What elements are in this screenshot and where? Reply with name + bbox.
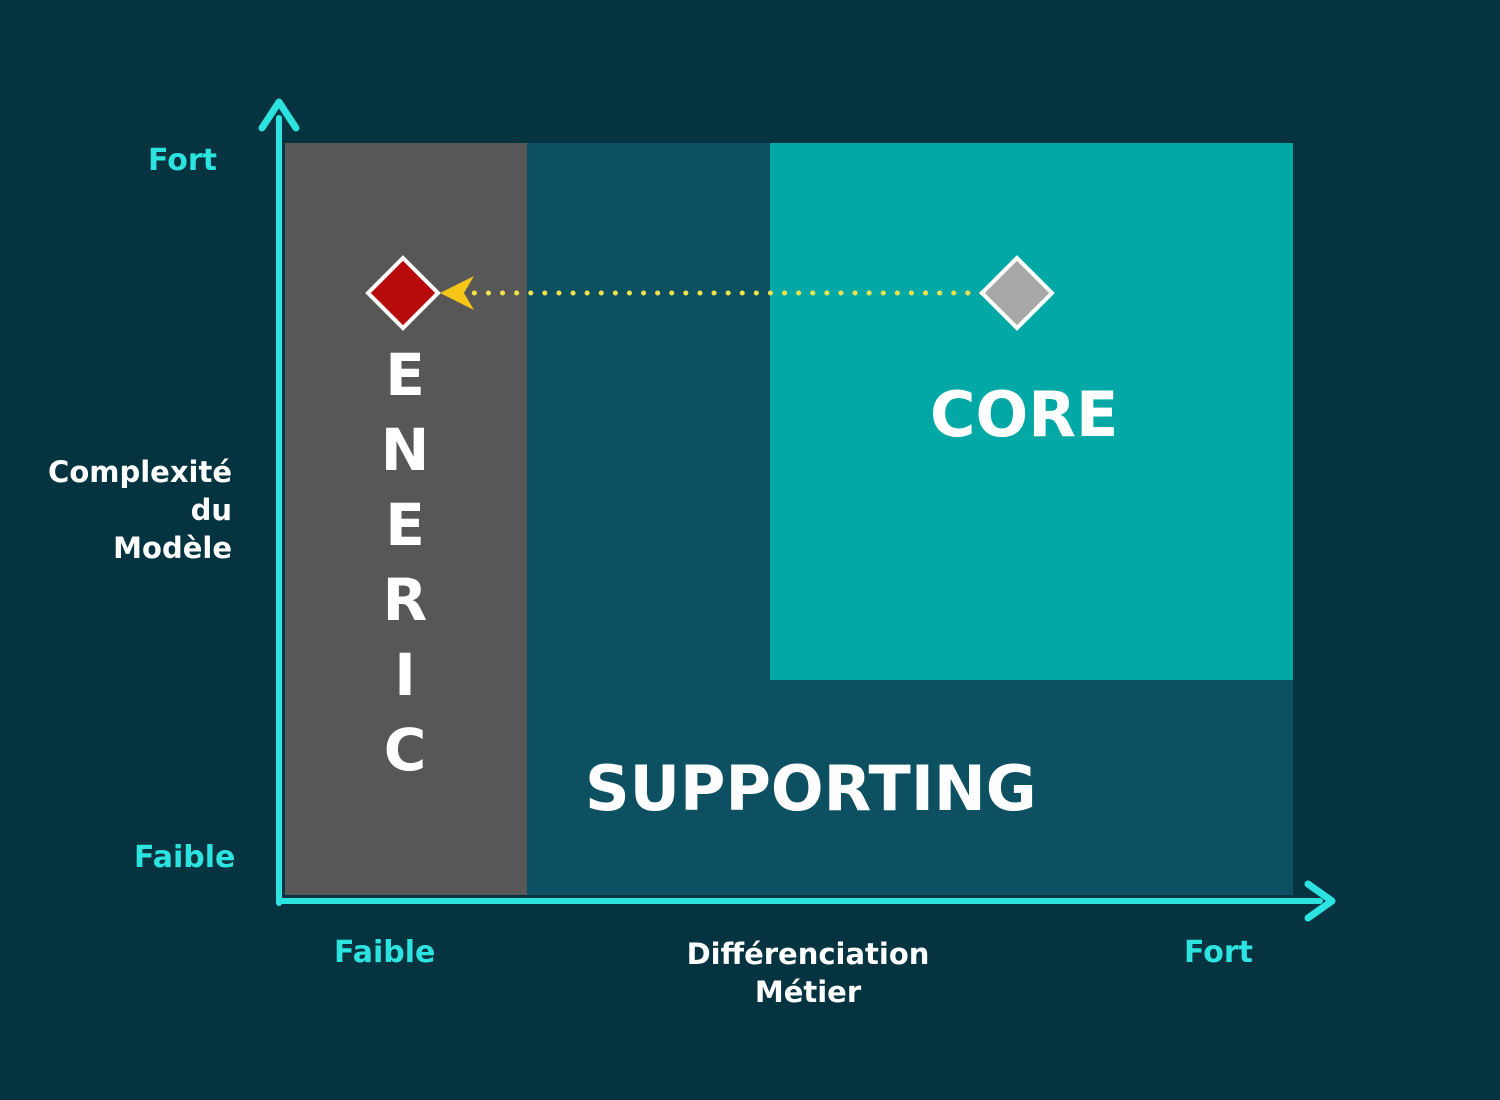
generic-letter: N [380,416,430,484]
y-axis-arrowhead [258,98,300,132]
generic-letter: E [385,341,425,409]
x-axis-title: Différenciation Métier [608,935,1008,1011]
generic-letter: R [382,566,428,634]
generic-letter: E [385,491,425,559]
x-axis-title-line: Métier [754,975,862,1009]
generic-zone-label: E N E R I C [375,338,435,788]
y-axis-title: Complexité du Modèle [48,453,232,567]
core-zone [770,143,1293,680]
supporting-zone-label: SUPPORTING [585,752,1037,825]
migration-arrow-head [440,276,474,310]
generic-letter: C [383,716,427,784]
core-zone-label: CORE [930,378,1119,451]
source-diamond-marker [979,255,1055,331]
y-axis-title-line: Complexité [48,455,232,489]
x-axis-title-line: Différenciation [686,937,930,971]
x-axis-arrowhead [1304,880,1336,922]
target-diamond-marker [365,255,441,331]
y-axis-low-label: Faible [134,840,236,875]
y-axis-high-label: Fort [148,143,218,178]
y-axis-title-line: Modèle [113,531,232,565]
generic-letter: I [394,641,416,709]
x-axis-low-label: Faible [334,935,436,970]
x-axis-high-label: Fort [1184,935,1254,970]
y-axis-title-line: du [190,493,232,527]
